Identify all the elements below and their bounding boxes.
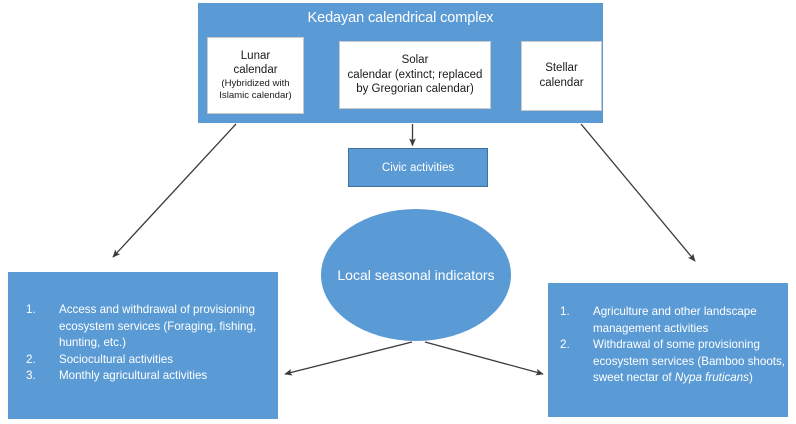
lunar-calendar-line2: calendar xyxy=(233,64,278,77)
indicators-to-left-outcome-arrow xyxy=(284,341,413,376)
lunar-calendar-box: Lunar calendar (Hybridized with Islamic … xyxy=(207,37,304,114)
right-outcome-box: 1. Agriculture and other landscape manag… xyxy=(548,283,788,417)
stellar-calendar-box: Stellar calendar xyxy=(521,41,602,111)
stellar-calendar-line2: calendar xyxy=(539,77,584,89)
list-item-number: 2. xyxy=(560,338,570,352)
list-item: 2. Sociocultural activities xyxy=(26,352,278,369)
civic-activities-box: Civic activities xyxy=(348,148,488,187)
complex-to-left-outcome-arrow xyxy=(112,123,237,258)
list-item-number: 1. xyxy=(26,303,36,316)
left-outcome-list: 1. Access and withdrawal of provisioning… xyxy=(26,302,278,385)
lunar-calendar-note: (Hybridized with Islamic calendar) xyxy=(219,77,292,102)
list-item-number: 1. xyxy=(560,305,570,318)
list-item-text-post: ) xyxy=(748,371,753,385)
lunar-calendar-line1: Lunar xyxy=(240,49,271,62)
local-seasonal-indicators-label: Local seasonal indicators xyxy=(337,267,495,283)
indicators-to-right-outcome-arrow xyxy=(424,341,544,376)
stellar-calendar-line1: Stellar xyxy=(545,62,578,75)
local-seasonal-indicators-ellipse: Local seasonal indicators xyxy=(321,209,511,341)
list-item-text: Withdrawal of some provisioning ecosyste… xyxy=(593,337,788,387)
list-item: 2. Withdrawal of some provisioning ecosy… xyxy=(560,337,788,387)
complex-to-right-outcome-arrow xyxy=(580,123,696,262)
list-item-text: Agriculture and other landscape manageme… xyxy=(593,305,757,335)
list-item-text: Sociocultural activities xyxy=(59,352,174,366)
list-item: 1. Access and withdrawal of provisioning… xyxy=(26,302,278,352)
list-item-text: Monthly agricultural activities xyxy=(59,369,208,383)
right-outcome-list: 1. Agriculture and other landscape manag… xyxy=(560,304,788,387)
list-item-number: 3. xyxy=(26,369,36,383)
civic-activities-label: Civic activities xyxy=(381,161,455,174)
list-item-text-pre: Withdrawal of some provisioning ecosyste… xyxy=(593,338,786,385)
list-item-number: 2. xyxy=(26,352,36,366)
list-item-text: Access and withdrawal of provisioning ec… xyxy=(59,303,257,350)
page-title: Kedayan calendrical complex xyxy=(307,10,494,26)
left-outcome-box: 1. Access and withdrawal of provisioning… xyxy=(8,272,278,419)
solar-calendar-box: Solar calendar (extinct; replaced by Gre… xyxy=(339,41,491,109)
list-item: 3. Monthly agricultural activities xyxy=(26,368,278,385)
solar-calendar-line2: calendar (extinct; replaced by Gregorian… xyxy=(347,68,483,96)
species-name-italic: Nypa fruticans xyxy=(674,371,749,385)
list-item: 1. Agriculture and other landscape manag… xyxy=(560,304,788,337)
solar-calendar-line1: Solar xyxy=(401,53,429,66)
